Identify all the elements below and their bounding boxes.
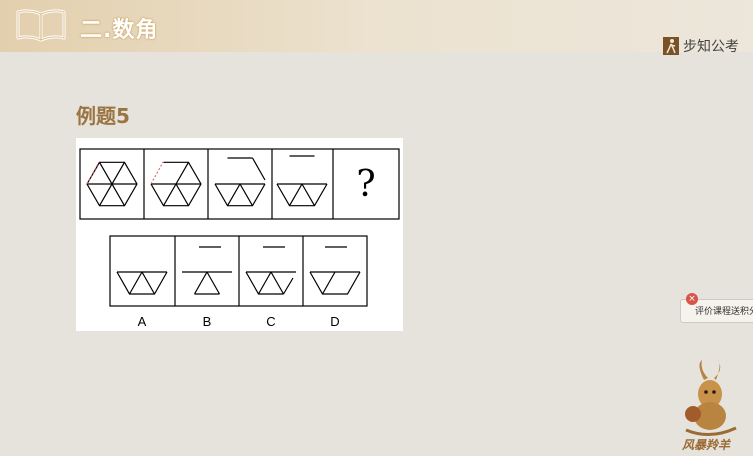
- panel-1-dashed-hint: [86, 161, 100, 185]
- panel-2-dashed-hint: [150, 161, 164, 185]
- panel-4-figure: [276, 155, 328, 207]
- top-banner: 二.数角: [0, 0, 753, 52]
- option-a-figure: [116, 271, 168, 295]
- brand-logo: 步知公考: [663, 36, 739, 56]
- option-label-c: C: [266, 314, 275, 329]
- panel-1-figure: [86, 161, 138, 207]
- panel-2-figure: [150, 161, 202, 207]
- walking-man-icon: [663, 37, 679, 55]
- book-icon: [16, 9, 66, 42]
- option-c-figure: [245, 246, 296, 295]
- option-d-figure: [309, 246, 361, 295]
- puzzle-figure: ? A B C D: [76, 138, 403, 331]
- section-title: 二.数角: [80, 18, 159, 43]
- option-label-d: D: [330, 314, 339, 329]
- option-b-figure: [182, 246, 232, 295]
- rate-course-widget[interactable]: 评价课程送积分 ×: [680, 293, 753, 323]
- example-title: 例题5: [76, 104, 130, 128]
- close-icon[interactable]: ×: [686, 293, 698, 305]
- mascot-caption: 风暴羚羊: [682, 438, 731, 452]
- brand-name: 步知公考: [683, 39, 739, 55]
- option-label-b: B: [203, 314, 212, 329]
- question-row: [79, 148, 400, 220]
- panel-3-figure: [214, 157, 266, 207]
- question-mark: ?: [356, 164, 375, 205]
- option-label-a: A: [138, 314, 147, 329]
- antelope-mascot-icon: [685, 360, 737, 436]
